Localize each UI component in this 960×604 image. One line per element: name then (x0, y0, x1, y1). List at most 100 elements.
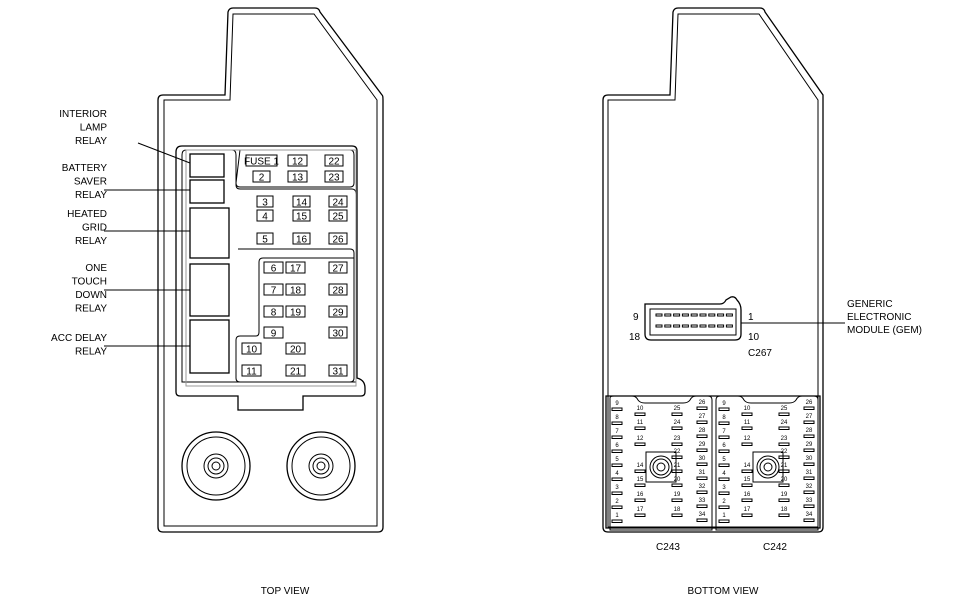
relay-label: RELAY (75, 304, 107, 315)
pin-number: 1 (722, 513, 726, 519)
pin-number: 25 (674, 406, 681, 412)
gem-pin-label: 1 (748, 312, 754, 323)
pin-number: 19 (674, 492, 681, 498)
pin-slot (803, 518, 815, 522)
pin-slot (671, 483, 683, 487)
gem-pin-label: 10 (748, 332, 760, 343)
pin-number: 27 (699, 414, 706, 420)
pin-slot (611, 421, 623, 425)
pin-slot (778, 442, 790, 446)
pin-slot (741, 469, 753, 473)
pin-slot (671, 412, 683, 416)
gem-label: MODULE (GEM) (847, 325, 922, 336)
pin-slot (671, 442, 683, 446)
pin-number: 33 (699, 498, 706, 504)
pin-number: 1 (615, 513, 619, 519)
pin-number: 6 (722, 443, 726, 449)
fuse-slot: 11 (241, 364, 262, 378)
pin-slot (696, 434, 708, 438)
center-bolt-frame (752, 451, 784, 483)
c243-c242-connectors: 9876543211011121415161725242322212019182… (611, 400, 815, 523)
pin-number: 23 (674, 436, 681, 442)
pin-number: 18 (781, 507, 788, 513)
pin-slot (778, 483, 790, 487)
pin-slot (778, 412, 790, 416)
center-bolt-frame (645, 451, 677, 483)
relay-box (189, 319, 230, 374)
pin-slot (741, 442, 753, 446)
fuse-number: 7 (271, 286, 277, 297)
pin-slot (718, 449, 730, 453)
pin-slot (671, 513, 683, 517)
fuse-slot: 25 (328, 209, 348, 223)
fuse-number: 26 (332, 235, 344, 246)
pin-slot (696, 406, 708, 410)
relay-label: LAMP (80, 123, 108, 134)
fuse-slot: 23 (324, 170, 344, 184)
pin-slot (611, 505, 623, 509)
pin-number: 11 (744, 420, 751, 426)
bottom-view-housing (602, 7, 824, 533)
top-view-caption: TOP VIEW (261, 586, 310, 597)
pin-number: 24 (781, 420, 788, 426)
pin-slot (718, 435, 730, 439)
fuse-number: 30 (332, 329, 344, 340)
pin-number: 8 (615, 415, 619, 421)
fuse-number: 29 (332, 308, 344, 319)
pin-slot (671, 469, 683, 473)
pin-number: 22 (781, 449, 788, 455)
fuse-slot: 26 (328, 232, 348, 246)
gem-pin-label: 9 (633, 312, 639, 323)
pin-slot (634, 426, 646, 430)
fuse-number: FUSE 1 (244, 157, 279, 168)
fuse-number: 27 (332, 264, 344, 275)
pin-slot (741, 426, 753, 430)
relay-label: BATTERY (62, 163, 108, 174)
relay-label: ONE (85, 263, 107, 274)
relay-label: RELAY (75, 190, 107, 201)
connector-c242: 9876543211011121415161725242322212019182… (718, 400, 815, 523)
pin-number: 18 (674, 507, 681, 513)
pin-number: 12 (637, 436, 644, 442)
fuse-number: 20 (290, 345, 302, 356)
gem-pin (664, 313, 672, 317)
pin-slot (696, 420, 708, 424)
pin-number: 16 (744, 492, 751, 498)
pin-number: 2 (722, 499, 726, 505)
fuse-number: 4 (262, 212, 268, 223)
relay-label: HEATED (67, 209, 107, 220)
pin-number: 20 (674, 477, 681, 483)
fuse-number: 23 (328, 173, 340, 184)
pin-number: 3 (722, 485, 726, 491)
gem-label: ELECTRONIC (847, 312, 911, 323)
pin-slot (803, 476, 815, 480)
relay-label: ACC DELAY (51, 333, 107, 344)
pin-slot (611, 407, 623, 411)
pin-number: 11 (637, 420, 644, 426)
pin-number: 8 (722, 415, 726, 421)
gem-pin (690, 324, 698, 328)
pin-number: 31 (699, 470, 706, 476)
fuse-slot: 31 (328, 364, 348, 378)
fuse-number: 15 (296, 212, 308, 223)
relay-label: INTERIOR (59, 109, 107, 120)
pin-slot (741, 412, 753, 416)
pin-number: 19 (781, 492, 788, 498)
pin-slot (778, 469, 790, 473)
gem-pin (717, 313, 725, 317)
pin-slot (634, 469, 646, 473)
pin-slot (718, 505, 730, 509)
fuse-number: 22 (328, 157, 340, 168)
pin-number: 28 (806, 428, 813, 434)
pin-number: 21 (781, 463, 788, 469)
pin-slot (696, 490, 708, 494)
pin-number: 34 (806, 512, 813, 518)
fuse-slot: 24 (328, 195, 348, 209)
fuse-slot: 20 (285, 342, 306, 356)
fuse-number: 13 (292, 173, 304, 184)
pin-slot (803, 448, 815, 452)
fuse-number: 12 (292, 157, 304, 168)
gem-pin (725, 324, 733, 328)
gem-pin (690, 313, 698, 317)
